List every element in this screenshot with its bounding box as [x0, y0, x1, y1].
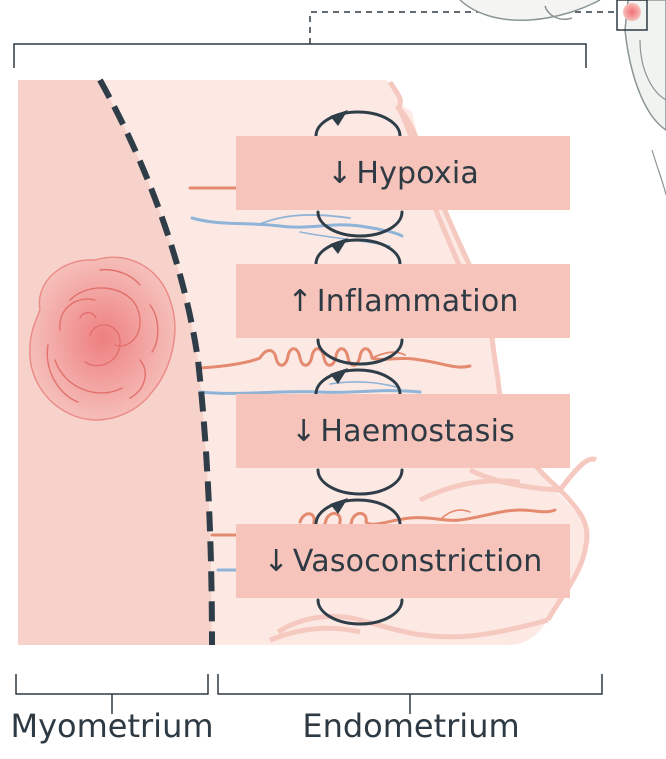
effect-box-hypoxia: ↓Hypoxia	[236, 136, 570, 210]
effect-box-inflammation: ↑Inflammation	[236, 264, 570, 338]
effect-box-vasoconstriction: ↓Vasoconstriction	[236, 524, 570, 598]
endometrium-bracket	[218, 674, 602, 694]
myometrium-bracket	[16, 674, 208, 694]
myometrium-label: Myometrium	[2, 707, 222, 745]
effect-label: Haemostasis	[320, 414, 515, 449]
down-arrow-icon: ↓	[264, 544, 289, 579]
effect-label: Inflammation	[317, 284, 519, 319]
down-arrow-icon: ↓	[291, 414, 316, 449]
effect-label: Vasoconstriction	[293, 544, 543, 579]
effect-label: Hypoxia	[356, 156, 479, 191]
endometrium-label: Endometrium	[296, 707, 526, 745]
up-arrow-icon: ↑	[287, 284, 312, 319]
effect-box-haemostasis: ↓Haemostasis	[236, 394, 570, 468]
down-arrow-icon: ↓	[327, 156, 352, 191]
